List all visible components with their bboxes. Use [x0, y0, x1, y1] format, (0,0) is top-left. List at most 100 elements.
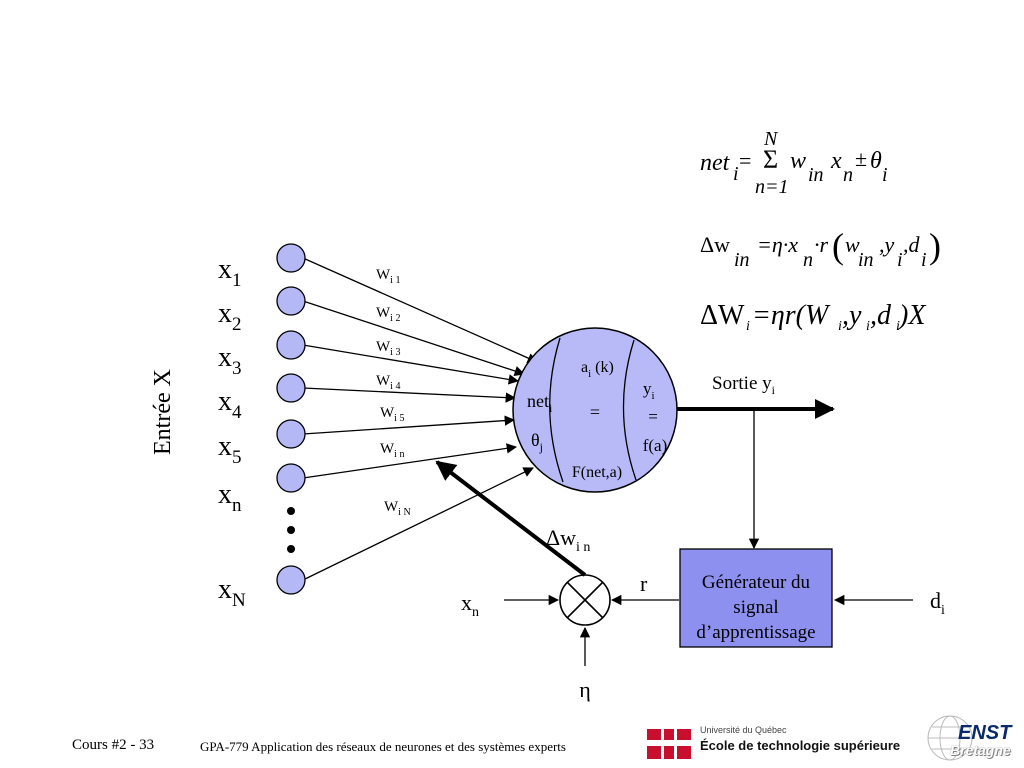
weight-label: Wi 4 — [376, 373, 400, 392]
svg-text:w: w — [790, 148, 806, 174]
neuron-output-f: f(a) — [643, 436, 668, 455]
svg-text:i: i — [733, 163, 739, 185]
svg-text:in: in — [808, 164, 824, 186]
svg-text:n: n — [803, 249, 813, 271]
input-node — [276, 286, 306, 316]
svg-text:Σ: Σ — [763, 145, 778, 174]
ets-university-text: Université du Québec — [700, 725, 787, 735]
svg-text:,d: ,d — [870, 300, 892, 331]
delta-w-arrow — [435, 460, 587, 577]
ellipsis-dot — [287, 507, 295, 515]
equation-delta-W: ΔW i =ηr(W i ,y i ,d i )X — [700, 300, 926, 334]
neuron-theta: θj — [531, 430, 543, 454]
ellipsis-dot — [287, 526, 295, 534]
svg-text:,y: ,y — [842, 300, 862, 331]
xn-label: xn — [461, 590, 479, 620]
svg-text:w: w — [845, 232, 860, 257]
svg-text:i: i — [897, 249, 903, 271]
output-label: Sortie yi — [712, 373, 776, 397]
input-axis-label: Entrée X — [150, 369, 176, 455]
weight-label: Wi n — [380, 441, 404, 460]
generator-line1: Générateur du — [702, 572, 811, 593]
input-node — [276, 243, 306, 273]
input-nodes — [276, 243, 306, 595]
learning-signal-generator — [679, 548, 833, 648]
input-label: xN — [218, 574, 246, 611]
svg-text:Δw: Δw — [700, 232, 730, 257]
eta-label: η — [579, 677, 591, 702]
weight-connection — [302, 344, 520, 385]
svg-text:x: x — [830, 148, 842, 174]
multiplier-node — [559, 574, 611, 626]
svg-text:(: ( — [832, 226, 844, 266]
input-node — [276, 330, 306, 360]
svg-text:ΔW: ΔW — [700, 300, 745, 331]
enst-logo-text: ENST — [958, 722, 1012, 744]
ets-school-name: École de technologie supérieure — [700, 738, 901, 753]
weight-label: Wi 3 — [376, 339, 400, 358]
svg-text:net: net — [700, 150, 731, 176]
svg-text:i: i — [838, 319, 842, 334]
svg-text:=ηr(W: =ηr(W — [752, 300, 831, 331]
delta-w-label: Δwi n — [546, 525, 590, 555]
footer-title: GPA-779 Application des réseaux de neuro… — [200, 739, 566, 754]
footer-course: Cours #2 - 33 — [72, 737, 155, 753]
weight-labels: Wi 1 Wi 2 Wi 3 Wi 4 Wi 5 Wi n Wi N — [376, 267, 411, 518]
input-label: xn — [218, 479, 242, 516]
svg-text:,d: ,d — [903, 232, 921, 257]
weight-connection — [302, 467, 534, 581]
input-node — [276, 463, 306, 493]
svg-text:i: i — [882, 164, 888, 186]
svg-text:±: ± — [855, 146, 867, 171]
neuron-equals: = — [590, 402, 600, 422]
input-label: x1 — [218, 254, 242, 291]
weight-label: Wi 5 — [380, 405, 404, 424]
ellipsis-dot — [287, 545, 295, 553]
neuron-fnet: F(net,a) — [572, 464, 622, 481]
neuron: neti θj ai (k) = F(net,a) yi = f(a) — [512, 327, 678, 493]
input-label: x2 — [218, 298, 242, 335]
svg-text:N: N — [763, 128, 779, 150]
input-node — [276, 565, 306, 595]
weight-label: Wi 2 — [376, 305, 400, 324]
bretagne-logo-text: Bretagne — [950, 742, 1011, 758]
weight-connection — [302, 387, 517, 403]
enst-globe-logo — [927, 715, 973, 761]
weight-connection — [302, 443, 518, 479]
weight-connection — [302, 257, 538, 363]
input-label: x3 — [218, 342, 242, 379]
weight-connection — [302, 300, 525, 377]
svg-text:=η·x: =η·x — [757, 232, 798, 257]
weight-label: Wi 1 — [376, 267, 400, 286]
input-label: x4 — [218, 386, 242, 423]
weight-label: Wi N — [384, 499, 411, 518]
r-label: r — [640, 571, 648, 596]
input-node — [276, 419, 306, 449]
svg-text:i: i — [921, 249, 927, 271]
generator-line3: d’apprentissage — [696, 622, 815, 643]
equation-net: net i = N Σ n=1 w in x n ± θ i — [700, 128, 888, 198]
neuron-output-equals: = — [648, 407, 658, 426]
svg-text:θ: θ — [870, 148, 882, 174]
neuron-output-y: yi — [643, 379, 655, 402]
svg-text:i: i — [866, 319, 870, 334]
neuron-activation: ai (k) — [581, 359, 614, 380]
input-connections — [302, 257, 538, 581]
generator-line2: signal — [733, 597, 778, 618]
svg-text:): ) — [929, 226, 941, 266]
svg-text:)X: )X — [897, 300, 926, 331]
ets-logo-mark — [647, 729, 691, 759]
svg-text:·r: ·r — [814, 232, 829, 257]
svg-text:,y: ,y — [879, 232, 895, 257]
svg-text:i: i — [746, 319, 750, 334]
svg-text:n=1: n=1 — [755, 176, 789, 198]
svg-text:n: n — [843, 164, 853, 186]
neuron-net: neti — [527, 391, 553, 415]
svg-text:=: = — [739, 148, 751, 173]
svg-text:in: in — [734, 249, 750, 271]
svg-text:in: in — [858, 249, 874, 271]
di-label: di — [930, 588, 945, 618]
weight-connection — [302, 415, 516, 435]
